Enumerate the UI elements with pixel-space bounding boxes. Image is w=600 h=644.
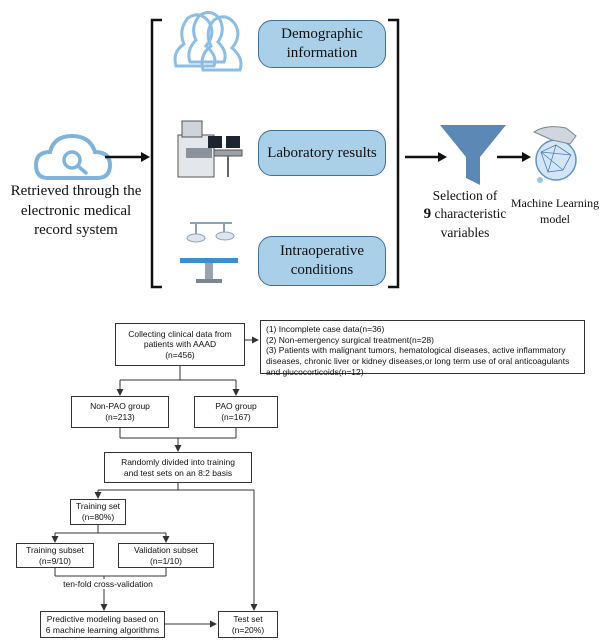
selection-prefix: Selection of bbox=[432, 188, 498, 203]
non-pao-label: Non-PAO group bbox=[90, 401, 150, 412]
funnel-icon bbox=[440, 125, 506, 185]
training-subset-n: (n=9/10) bbox=[39, 555, 71, 566]
pao-label: PAO group bbox=[215, 401, 257, 412]
predict-line2: 6 machine learning algorithms bbox=[45, 624, 160, 635]
cloud-search-icon bbox=[33, 133, 113, 180]
category-intraoperative: Intraoperative conditions bbox=[258, 236, 386, 286]
arrow-to-funnel bbox=[405, 152, 447, 162]
non-pao-box: Non-PAO group (n=213) bbox=[71, 396, 169, 428]
lab-analyzer-icon bbox=[177, 120, 243, 178]
category-laboratory: Laboratory results bbox=[258, 130, 386, 176]
exclusion-item-1: (1) Incomplete case data(n=36) bbox=[266, 324, 385, 334]
collect-box: Collecting clinical data from patients w… bbox=[115, 323, 245, 366]
test-set-label: Test set bbox=[233, 613, 263, 624]
exclusion-item-2: (2) Non-emergency surgical treatment(n=2… bbox=[266, 334, 434, 345]
exclusion-item-3: (3) Patients with malignant tumors, hema… bbox=[266, 345, 570, 377]
training-set-box: Training set (n=80%) bbox=[70, 499, 126, 525]
model-label: Machine Learning model bbox=[510, 196, 600, 226]
test-set-n: (n=20%) bbox=[231, 624, 265, 635]
pao-n: (n=167) bbox=[221, 412, 251, 422]
predict-box: Predictive modeling based on 6 machine l… bbox=[40, 611, 165, 638]
source-label: Retrieved through the electronic medical… bbox=[10, 183, 142, 238]
cv-label: ten-fold cross-validation bbox=[56, 579, 160, 589]
validation-subset-box: Validation subset (n=1/10) bbox=[118, 543, 214, 568]
non-pao-n: (n=213) bbox=[105, 412, 135, 422]
predict-line1: Predictive modeling based on bbox=[46, 613, 159, 624]
training-set-n: (n=80%) bbox=[81, 512, 115, 522]
selection-suffix: characteristic variables bbox=[434, 205, 507, 241]
training-subset-label: Training subset bbox=[26, 544, 84, 555]
right-bracket bbox=[388, 18, 400, 289]
split-box: Randomly divided into training and test … bbox=[104, 452, 252, 483]
selection-count: 9 bbox=[423, 205, 432, 222]
pao-box: PAO group (n=167) bbox=[194, 396, 278, 428]
operating-table-icon bbox=[180, 222, 238, 283]
people-icon bbox=[173, 11, 243, 72]
arrow-to-model bbox=[497, 152, 531, 162]
flowchart-connectors bbox=[51, 336, 259, 628]
collect-line3: (n=456) bbox=[165, 349, 195, 360]
machine-learning-icon bbox=[532, 126, 577, 183]
validation-subset-label: Validation subset bbox=[133, 544, 199, 555]
arrow-to-categories bbox=[105, 152, 150, 162]
top-panel-graphics bbox=[33, 11, 577, 289]
exclusion-box: (1) Incomplete case data(n=36) (2) Non-e… bbox=[260, 320, 585, 377]
training-subset-box: Training subset (n=9/10) bbox=[16, 543, 94, 568]
validation-subset-n: (n=1/10) bbox=[150, 555, 182, 566]
left-bracket bbox=[150, 18, 162, 289]
training-set-label: Training set bbox=[75, 501, 121, 512]
collect-line1: Collecting clinical data from bbox=[128, 328, 232, 339]
test-set-box: Test set (n=20%) bbox=[218, 611, 278, 638]
category-demographic: Demographic information bbox=[258, 20, 386, 68]
split-line1: Randomly divided into training bbox=[121, 456, 235, 467]
collect-line2: patients with AAAD bbox=[143, 339, 217, 350]
selection-label: Selection of 9 characteristic variables bbox=[410, 187, 520, 242]
split-line2: and test sets on an 8:2 basis bbox=[123, 467, 233, 478]
